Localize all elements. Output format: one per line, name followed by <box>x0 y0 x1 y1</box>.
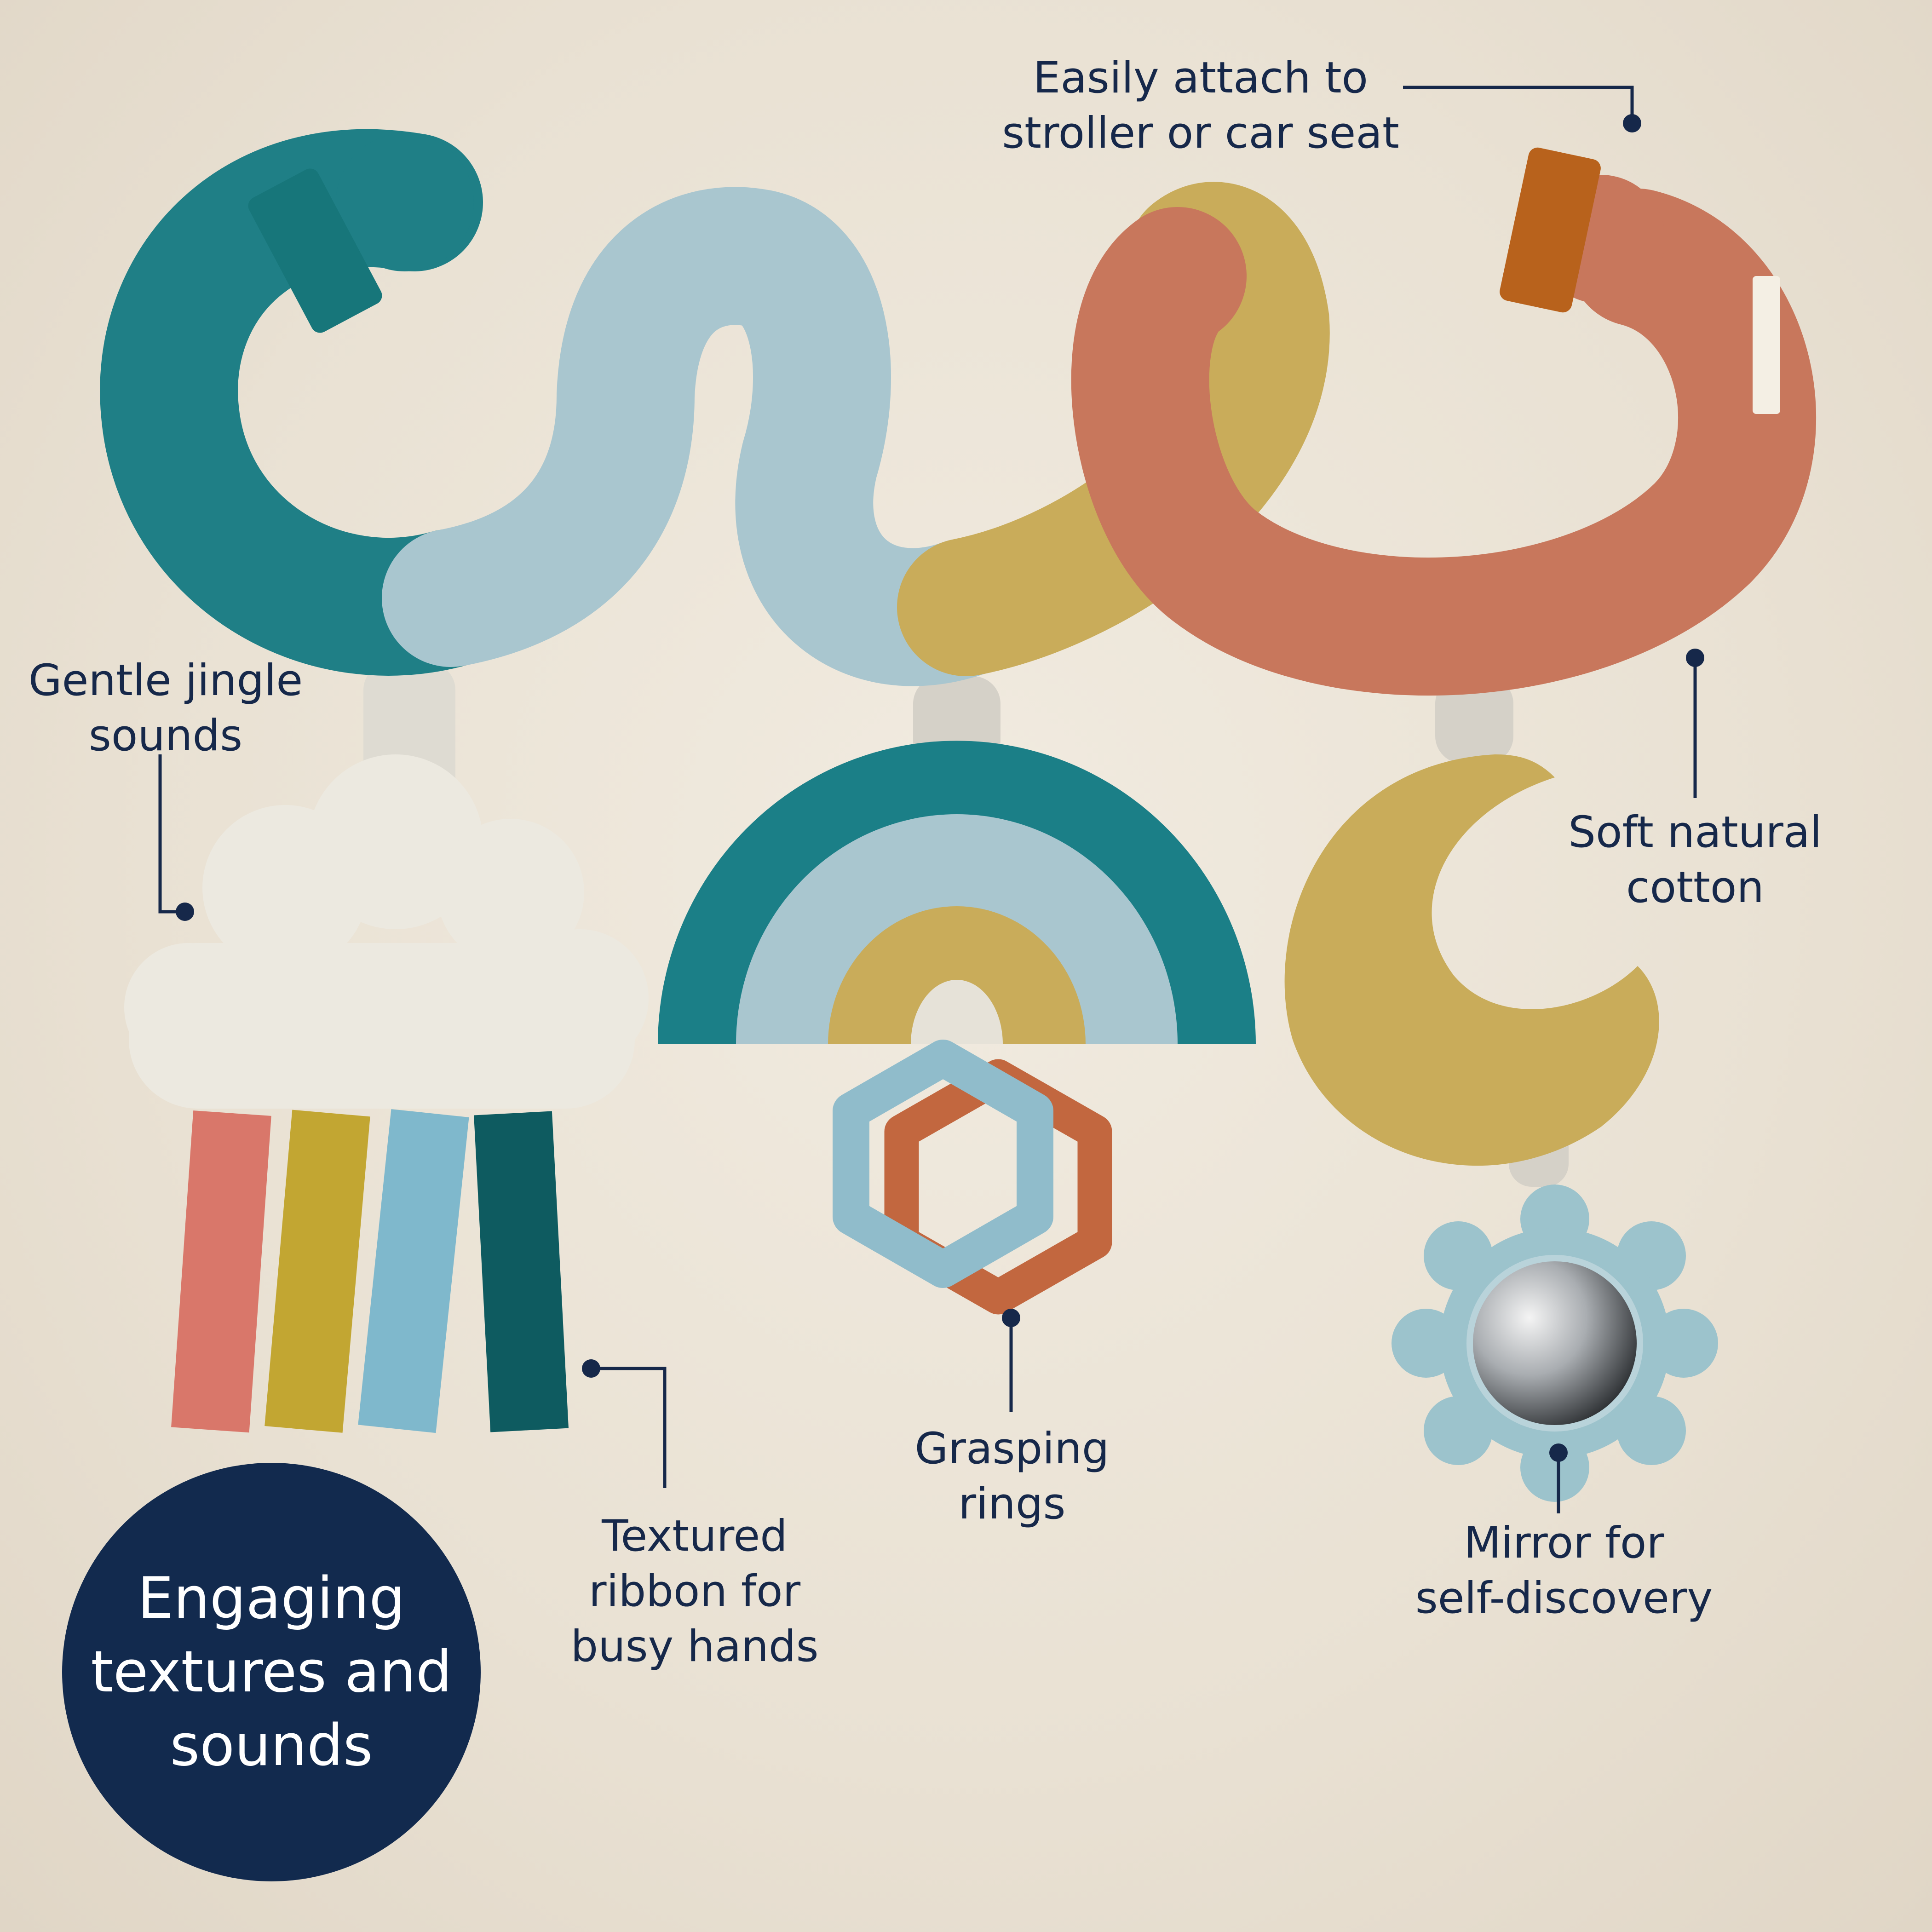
mirror-surface <box>1466 1255 1643 1432</box>
jingle-line-2: sounds <box>88 711 243 761</box>
ribbon-leader <box>591 1367 667 1488</box>
rainbow-cream-arch <box>911 980 1003 1044</box>
brand-tag <box>1753 276 1780 414</box>
attach-line-2: stroller or car seat <box>1002 108 1399 158</box>
cloud-plush <box>124 754 649 1109</box>
ribbon-dot <box>582 1359 600 1378</box>
ribbon-yellow <box>264 1110 370 1433</box>
mirror-dot <box>1549 1443 1568 1462</box>
jingle-line-1: Gentle jingle <box>28 656 303 706</box>
rings-callout: Grasping rings <box>892 1421 1132 1532</box>
ribbon-line-3: busy hands <box>570 1622 819 1672</box>
ribbon-callout: Textured ribbon for busy hands <box>557 1509 833 1674</box>
ribbon-teal <box>474 1111 569 1432</box>
hexagon-ring-orange <box>884 1059 1112 1315</box>
cotton-line-1: Soft natural <box>1568 807 1822 857</box>
cotton-dot <box>1686 649 1704 667</box>
ribbon-line-2: ribbon for <box>588 1566 801 1616</box>
cotton-line-2: cotton <box>1626 862 1764 913</box>
ribbon-line-1: Textured <box>602 1511 788 1561</box>
rust-velcro-strap <box>1500 147 1601 313</box>
teal-end-cap <box>336 133 474 271</box>
attach-callout: Easily attach to stroller or car seat <box>994 51 1408 161</box>
ribbon-blue <box>358 1109 469 1433</box>
attach-dot <box>1623 114 1641 132</box>
spiral-lightblue-segment <box>382 187 1035 686</box>
mirror-callout: Mirror for self-discovery <box>1375 1516 1753 1626</box>
cotton-callout: Soft natural cotton <box>1546 805 1845 915</box>
mirror-sun <box>1392 1184 1718 1502</box>
jingle-dot <box>176 903 194 921</box>
badge-line-1: Engaging <box>137 1565 406 1632</box>
callout-leaders <box>158 86 1697 1513</box>
moon-plush <box>1284 754 1659 1166</box>
ribbon-pink <box>171 1110 271 1433</box>
badge-text: Engaging textures and sounds <box>91 1562 452 1782</box>
jingle-callout: Gentle jingle sounds <box>18 653 313 764</box>
attach-leader <box>1403 86 1634 123</box>
rings-line-1: Grasping <box>914 1424 1110 1474</box>
moon-strap <box>1435 676 1513 764</box>
headline-badge: Engaging textures and sounds <box>62 1463 481 1881</box>
mirror-line-1: Mirror for <box>1463 1518 1665 1568</box>
rings-dot <box>1002 1309 1020 1327</box>
spiral-terracotta-segment <box>1071 189 1817 696</box>
badge-line-2: textures and <box>91 1639 452 1705</box>
jingle-leader <box>158 754 182 914</box>
attach-line-1: Easily attach to <box>1033 53 1368 103</box>
rings-line-2: rings <box>958 1479 1066 1529</box>
hexagon-ring-blue <box>833 1040 1053 1288</box>
mirror-line-2: self-discovery <box>1415 1573 1713 1623</box>
callout-dots <box>176 114 1704 1462</box>
badge-line-3: sounds <box>170 1713 373 1779</box>
teal-velcro-strap <box>248 168 382 333</box>
rainbow-mustard-arch <box>828 906 1086 1044</box>
